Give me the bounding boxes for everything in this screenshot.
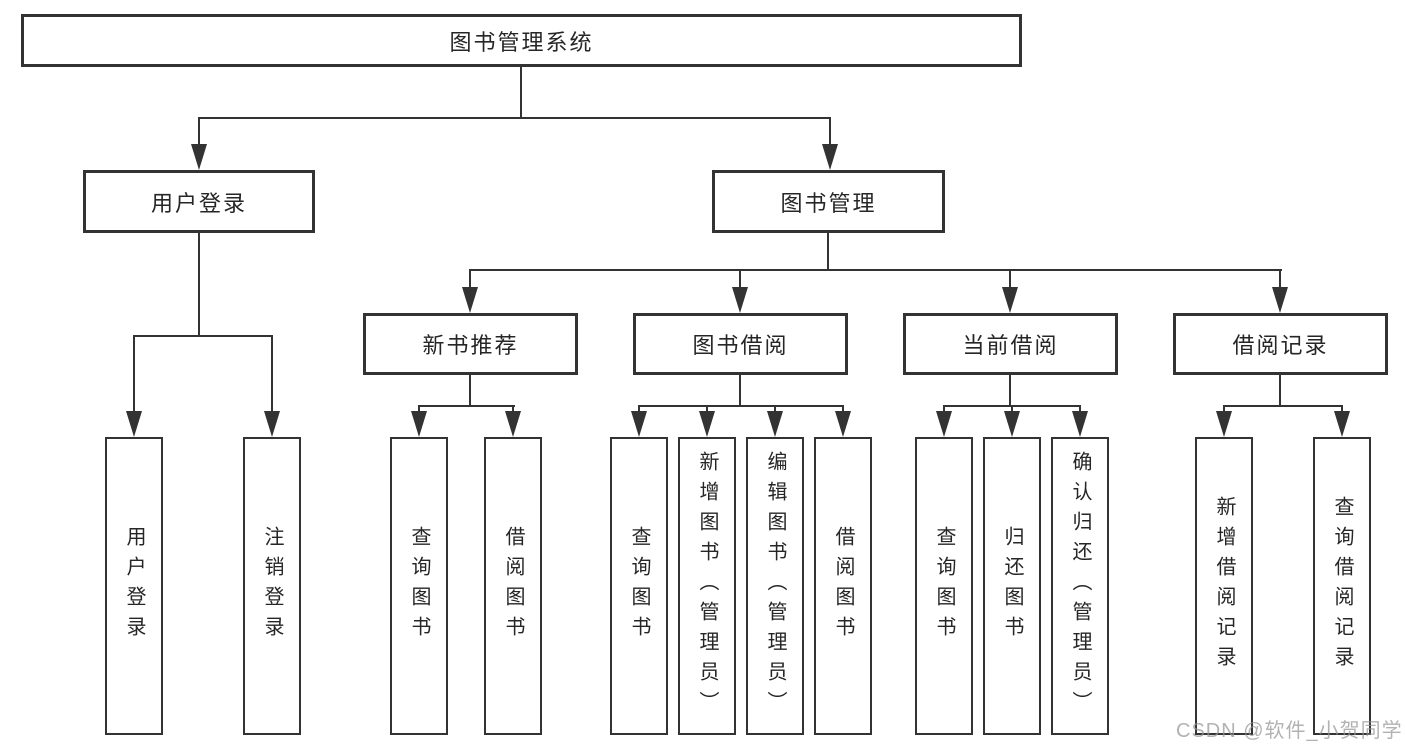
arrow-to-leaf-user-login [126, 411, 142, 437]
connector-root-stem [520, 67, 522, 118]
connector-borrow-stem [739, 375, 741, 407]
connector-records-drop-1 [1223, 405, 1225, 415]
arrow-to-book-borrow [732, 287, 748, 313]
connector-current-stem [1009, 375, 1011, 407]
connector-current-drop-3 [1079, 405, 1081, 415]
leaf-records-add-record: 新增借阅记录 [1195, 437, 1253, 735]
leaf-current-return-book: 归还图书 [983, 437, 1041, 735]
arrow-to-borrow-add-book [699, 411, 715, 437]
csdn-watermark: CSDN @软件_小贺同学 [1176, 720, 1403, 742]
arrow-to-leaf-logout [264, 411, 280, 437]
connector-borrow-drop-3 [774, 405, 776, 415]
connector-rec-drop-2 [512, 405, 514, 415]
leaf-borrow-query-book: 查询图书 [610, 437, 668, 735]
connector-current-drop-2 [1011, 405, 1013, 415]
connector-mgmt-rail [469, 269, 1282, 271]
connector-borrow-drop-1 [638, 405, 640, 415]
node-user-login: 用户登录 [83, 170, 315, 233]
node-new-book-recommend: 新书推荐 [363, 313, 578, 375]
arrow-to-rec-borrow-book [505, 411, 521, 437]
leaf-rec-query-book: 查询图书 [390, 437, 448, 735]
node-book-borrow: 图书借阅 [633, 313, 848, 375]
connector-rec-rail [418, 405, 515, 407]
arrow-to-borrow-edit-book [767, 411, 783, 437]
arrow-to-new-book-recommend [462, 287, 478, 313]
arrow-to-current-borrow [1002, 287, 1018, 313]
arrow-to-current-return-book [1004, 411, 1020, 437]
leaf-logout: 注销登录 [243, 437, 301, 735]
connector-login-drop-2 [271, 335, 273, 414]
connector-login-rail [133, 335, 273, 337]
connector-mgmt-drop-4 [1279, 269, 1281, 291]
leaf-borrow-edit-book-admin: 编辑图书（管理员） [746, 437, 804, 735]
arrow-to-borrow-records [1272, 287, 1288, 313]
connector-root-rail [198, 117, 831, 119]
node-borrow-records: 借阅记录 [1173, 313, 1388, 375]
leaf-user-login: 用户登录 [105, 437, 163, 735]
connector-mgmt-drop-3 [1009, 269, 1011, 291]
node-current-borrow: 当前借阅 [903, 313, 1118, 375]
arrow-to-current-query-book [936, 411, 952, 437]
arrow-to-records-query-record [1334, 411, 1350, 437]
connector-borrow-drop-4 [842, 405, 844, 415]
connector-mgmt-stem [827, 233, 829, 271]
arrow-to-records-add-record [1216, 411, 1232, 437]
node-root: 图书管理系统 [21, 14, 1022, 67]
connector-current-drop-1 [943, 405, 945, 415]
connector-rec-stem [469, 375, 471, 407]
connector-login-drop-1 [133, 335, 135, 414]
connector-mgmt-drop-2 [739, 269, 741, 291]
connector-root-drop-left [198, 117, 200, 147]
connector-borrow-drop-2 [706, 405, 708, 415]
arrow-to-book-management [822, 144, 838, 170]
leaf-borrow-borrow-book: 借阅图书 [814, 437, 872, 735]
connector-mgmt-drop-1 [469, 269, 471, 291]
node-book-management: 图书管理 [712, 170, 945, 233]
connector-records-rail [1223, 405, 1343, 407]
connector-records-stem [1279, 375, 1281, 407]
leaf-current-confirm-return-admin: 确认归还（管理员） [1051, 437, 1109, 735]
connector-rec-drop-1 [418, 405, 420, 415]
leaf-rec-borrow-book: 借阅图书 [484, 437, 542, 735]
leaf-current-query-book: 查询图书 [915, 437, 973, 735]
connector-borrow-rail [638, 405, 844, 407]
connector-root-drop-right [829, 117, 831, 147]
leaf-records-query-record: 查询借阅记录 [1313, 437, 1371, 735]
arrow-to-rec-query-book [411, 411, 427, 437]
leaf-borrow-add-book-admin: 新增图书（管理员） [678, 437, 736, 735]
arrow-to-user-login [191, 144, 207, 170]
arrow-to-borrow-borrow-book [835, 411, 851, 437]
arrow-to-borrow-query-book [631, 411, 647, 437]
connector-records-drop-2 [1341, 405, 1343, 415]
arrow-to-current-confirm-return [1072, 411, 1088, 437]
connector-login-stem [198, 233, 200, 337]
